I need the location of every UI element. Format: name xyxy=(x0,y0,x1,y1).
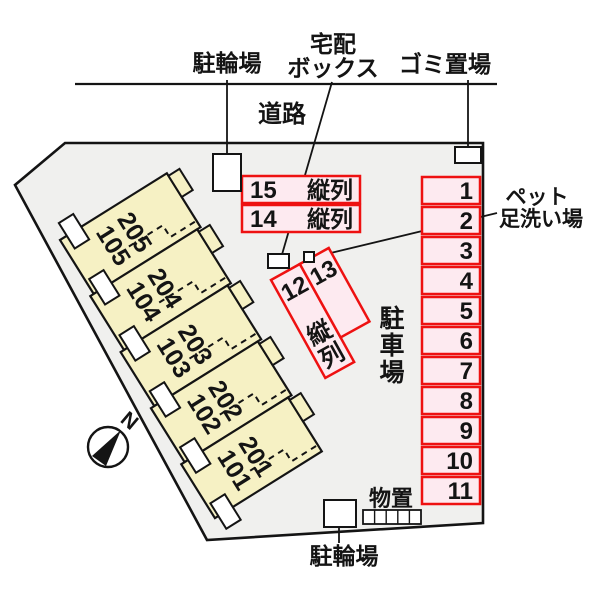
space-number: 2 xyxy=(460,208,473,235)
parking-right-column: 1 2 3 4 5 6 7 8 9 10 11 xyxy=(420,175,482,506)
porch xyxy=(178,436,212,475)
pet-wash-label-line1: ペット xyxy=(506,186,569,209)
dashed-floor-line xyxy=(128,219,198,248)
porch xyxy=(118,324,152,362)
north-arrow-icon xyxy=(92,430,121,466)
delivery-box-label-line1: 宅配 xyxy=(310,31,356,57)
parking-space-4 xyxy=(420,265,482,296)
space-number: 14 xyxy=(250,206,277,233)
space-number: 9 xyxy=(460,418,473,445)
entrance-step xyxy=(167,167,195,199)
parking-space-3 xyxy=(420,235,482,266)
parking-space-6 xyxy=(420,325,482,356)
parking-lot-label: 駐 車 場 xyxy=(379,304,404,387)
building: 205105 204104 203103 202102 201101 xyxy=(57,167,324,531)
parking-lot-char: 駐 xyxy=(379,304,404,333)
storage-units xyxy=(362,509,422,525)
space-number: 3 xyxy=(460,238,473,265)
porch xyxy=(87,268,121,306)
entrance-step xyxy=(257,335,286,367)
north-compass: N xyxy=(86,407,142,469)
space-number: 15 xyxy=(250,177,277,204)
pet-wash-station xyxy=(303,251,315,263)
parking-space-5 xyxy=(420,295,482,326)
porch xyxy=(148,380,182,419)
space-number: 5 xyxy=(460,298,473,325)
parking-space-7 xyxy=(420,355,482,386)
bicycle-parking-bottom-label: 駐輪場 xyxy=(310,543,379,569)
porch xyxy=(209,492,243,531)
tandem-note: 縦列 xyxy=(307,177,353,203)
dashed-floor-line xyxy=(219,388,288,416)
bicycle-parking-box-bottom xyxy=(323,499,357,528)
unit-201-101 xyxy=(179,395,324,520)
garbage-area-label: ゴミ置場 xyxy=(399,51,491,77)
space-number: 7 xyxy=(460,358,473,385)
entrance-step xyxy=(288,391,316,423)
pet-wash-label-line2: 足洗い場 xyxy=(499,208,583,231)
garbage-box xyxy=(454,146,482,164)
parking-space-14 xyxy=(240,203,362,234)
parking-space-8 xyxy=(420,385,482,416)
parking-tandem-rows: 15 縦列 14 縦列 xyxy=(240,174,362,234)
parking-space-1 xyxy=(420,175,482,206)
bicycle-parking-box-top xyxy=(212,153,242,192)
dashed-floor-line xyxy=(249,444,319,472)
entrance-step xyxy=(197,223,225,255)
parking-space-9 xyxy=(420,415,482,446)
storage-row xyxy=(362,509,422,525)
dashed-floor-line xyxy=(158,275,228,304)
storage-label: 物置 xyxy=(369,486,413,511)
entrance-step xyxy=(227,279,255,311)
space-number: 10 xyxy=(446,448,473,475)
tandem-note: 縦列 xyxy=(307,206,353,232)
parking-space-2 xyxy=(420,205,482,236)
porch xyxy=(57,212,91,250)
bicycle-parking-top-label: 駐輪場 xyxy=(193,50,262,76)
space-number: 4 xyxy=(460,268,474,295)
delivery-box-label-line2: ボックス xyxy=(287,55,378,81)
space-number: 6 xyxy=(460,328,473,355)
space-number: 1 xyxy=(460,178,473,205)
dashed-floor-line xyxy=(188,331,258,360)
parking-space-11 xyxy=(420,475,482,506)
parking-space-10 xyxy=(420,445,482,476)
parking-lot-char: 車 xyxy=(379,332,404,360)
space-number: 8 xyxy=(460,388,473,415)
delivery-box xyxy=(267,253,290,269)
parking-angled-stalls: 12 13 縦 列 xyxy=(269,246,372,380)
road-label: 道路 xyxy=(258,100,307,128)
space-number: 11 xyxy=(448,478,473,505)
parking-lot-char: 場 xyxy=(379,359,404,387)
